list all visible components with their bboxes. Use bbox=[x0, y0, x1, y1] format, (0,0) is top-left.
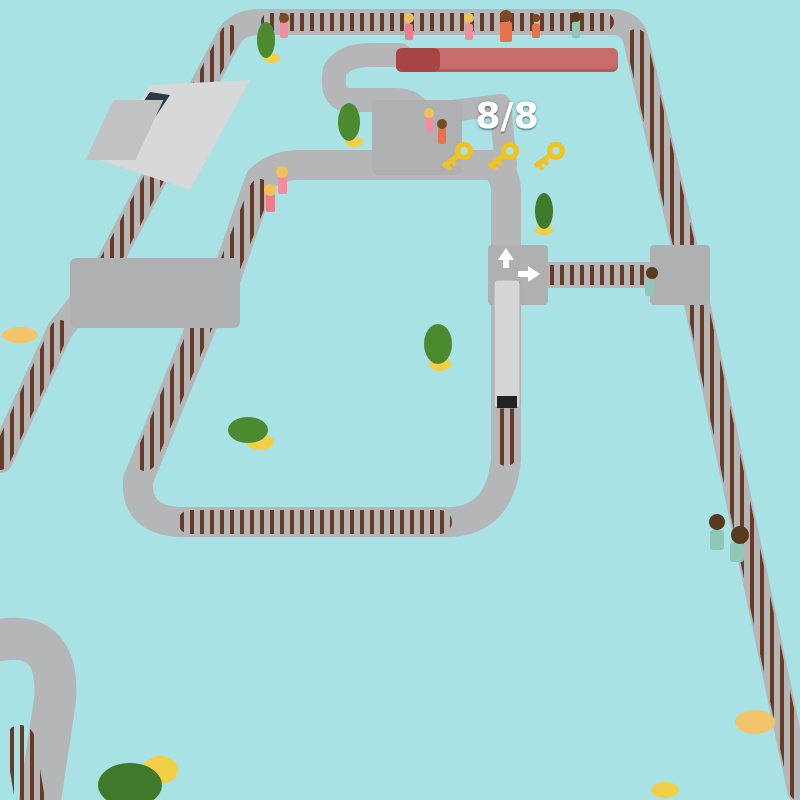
passenger-icon bbox=[532, 14, 540, 38]
junction-right bbox=[650, 245, 710, 305]
tree-icon bbox=[98, 756, 178, 800]
tree-icon bbox=[257, 22, 280, 63]
passenger-icon bbox=[709, 514, 725, 550]
passenger-icon bbox=[264, 184, 276, 212]
passenger-icon bbox=[437, 119, 447, 144]
tree-icon bbox=[424, 324, 452, 371]
key-icon bbox=[533, 141, 565, 172]
arrow-up-icon[interactable] bbox=[498, 248, 514, 268]
passenger-icon bbox=[500, 10, 512, 42]
passenger-icon bbox=[730, 526, 749, 562]
keys-collected bbox=[440, 140, 580, 190]
station-icon bbox=[85, 80, 250, 190]
passenger-icon bbox=[279, 13, 289, 38]
passenger-counter: 8/8 bbox=[475, 96, 539, 137]
passenger-icon bbox=[645, 267, 658, 296]
passenger-icon bbox=[464, 13, 474, 40]
key-icon bbox=[487, 141, 519, 172]
tree-icon bbox=[651, 782, 679, 798]
tree-icon bbox=[228, 417, 274, 450]
track-network bbox=[0, 9, 800, 800]
arrow-right-icon[interactable] bbox=[518, 266, 540, 282]
progress-fill bbox=[396, 48, 441, 72]
passenger-icon bbox=[276, 166, 288, 194]
junction-top bbox=[372, 100, 462, 175]
tree-icon bbox=[338, 103, 363, 147]
progress-bar bbox=[396, 48, 618, 72]
junction-left bbox=[70, 258, 240, 328]
key-icon bbox=[441, 141, 473, 172]
rock-icon bbox=[2, 327, 38, 343]
passenger-icon bbox=[404, 13, 414, 40]
tree-icon bbox=[535, 193, 553, 235]
passenger-icon bbox=[571, 12, 581, 38]
rock-icon bbox=[735, 710, 775, 734]
track-bottom-left-curve bbox=[0, 617, 77, 800]
train-icon[interactable] bbox=[493, 279, 521, 409]
passenger-icon bbox=[424, 108, 434, 132]
